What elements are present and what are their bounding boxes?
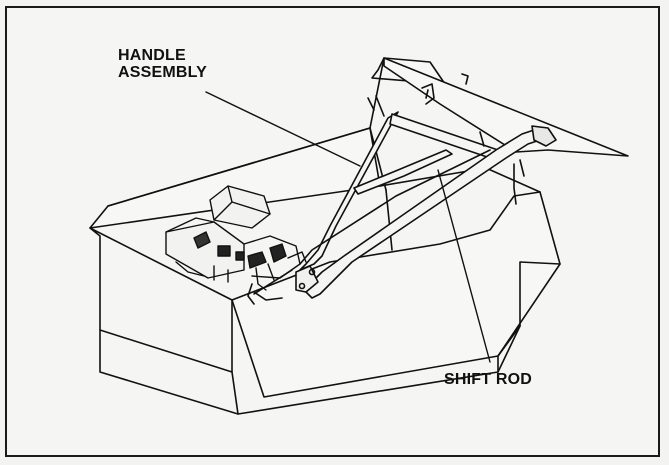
box-front-flap bbox=[231, 191, 561, 398]
shift-rod-label: SHIFT ROD bbox=[444, 371, 533, 388]
handle-leader bbox=[205, 91, 361, 167]
engine-block bbox=[165, 221, 245, 279]
shift-rod bbox=[299, 149, 491, 265]
box-right-wall bbox=[497, 261, 561, 357]
engine bbox=[165, 185, 307, 291]
box-right-flap bbox=[383, 57, 629, 157]
handle-grip bbox=[531, 125, 557, 147]
box-front-wall bbox=[89, 227, 233, 373]
handle-assembly bbox=[247, 73, 557, 305]
handle-assembly-label: HANDLE ASSEMBLY bbox=[118, 47, 207, 81]
handle-assembly-label-line1: HANDLE bbox=[118, 47, 186, 64]
handle-assembly-label-line2: ASSEMBLY bbox=[118, 64, 208, 81]
shipping-box bbox=[89, 57, 629, 415]
shift-rod-leader bbox=[437, 169, 491, 363]
leader-lines bbox=[205, 91, 491, 363]
